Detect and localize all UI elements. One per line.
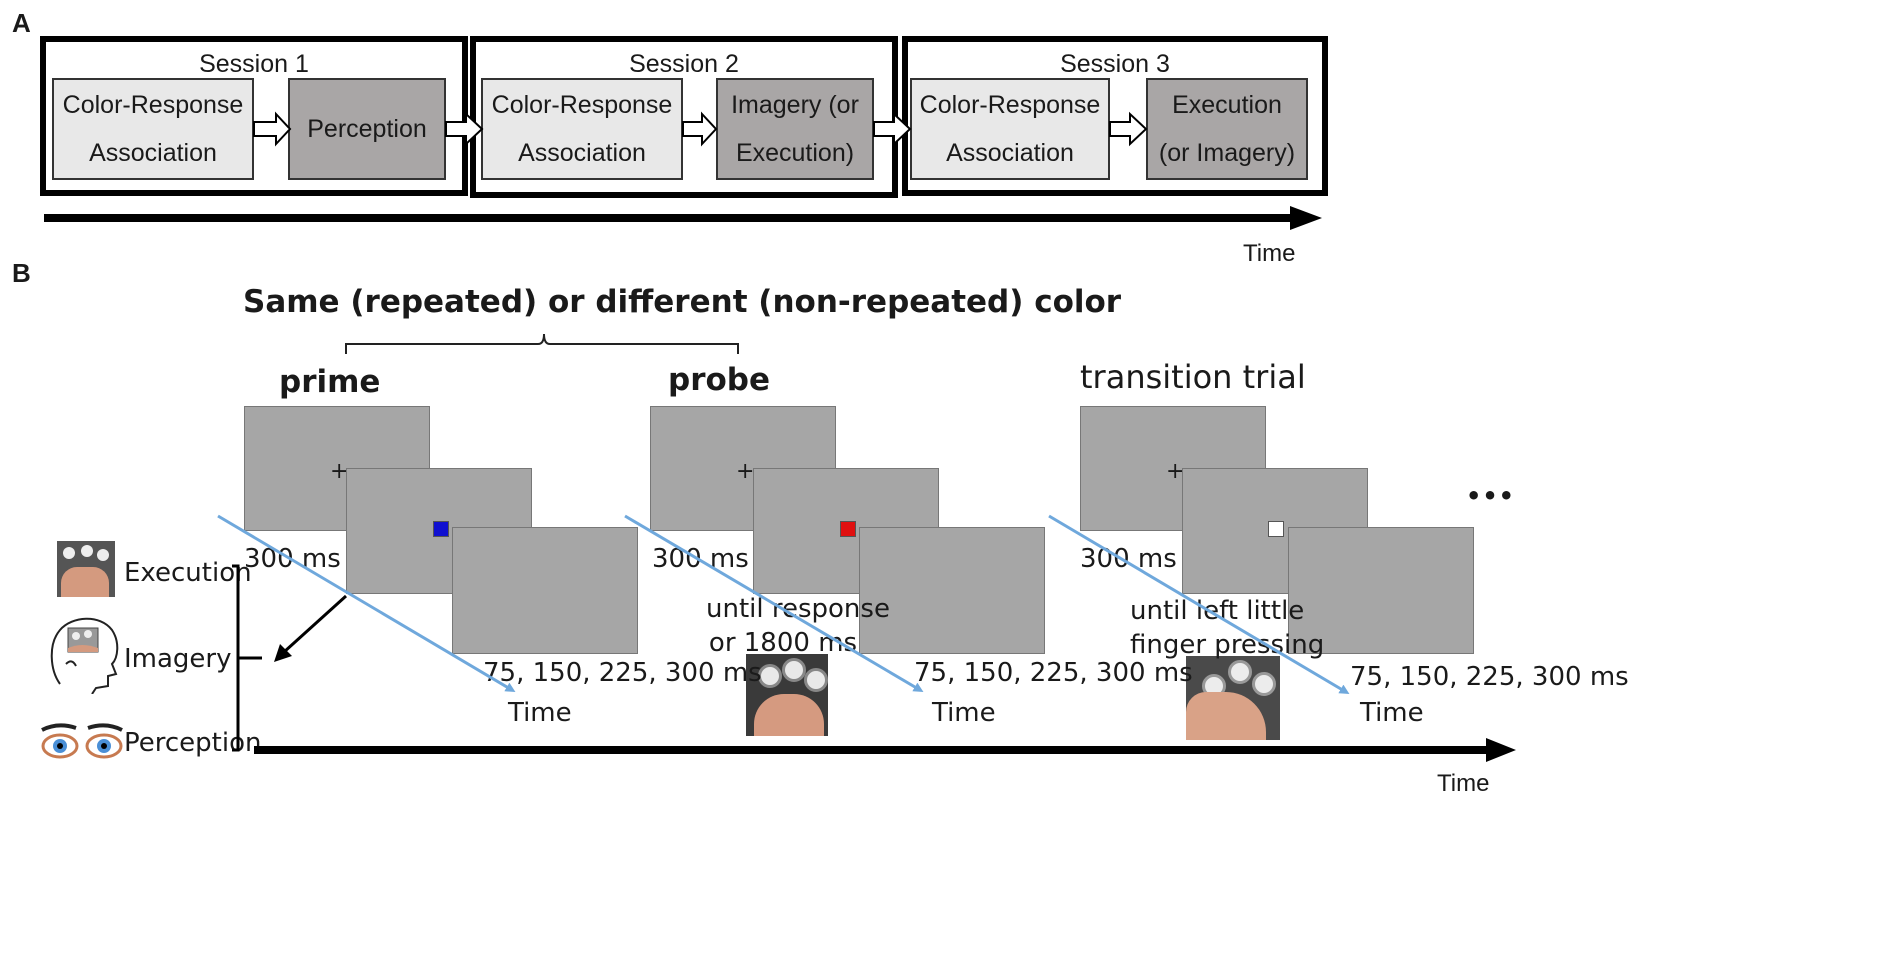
box-line: Association [946, 139, 1074, 167]
transition-color-square [1268, 521, 1284, 537]
box-line: Association [89, 139, 217, 167]
session-2-title: Session 2 [629, 50, 739, 78]
modality-imagery: Imagery [124, 644, 232, 674]
prime-blank-duration: 75, 150, 225, 300 ms [483, 658, 762, 688]
prime-time-label: Time [508, 698, 572, 728]
modality-pointer-arrow [274, 594, 348, 662]
box-line: Execution) [735, 139, 855, 167]
probe-fixation-duration: 300 ms [652, 544, 749, 574]
prime-blank-screen [452, 527, 638, 654]
panel-a-letter: A [12, 8, 31, 38]
session-3-title: Session 3 [1060, 50, 1170, 78]
transition-fixation-duration: 300 ms [1080, 544, 1177, 574]
probe-blank-screen [859, 527, 1045, 654]
box-line: Color-Response [62, 91, 244, 119]
box-line: Perception [307, 115, 427, 143]
fixation-cross: + [1166, 459, 1185, 484]
session-1-title: Session 1 [199, 50, 309, 78]
fixation-cross: + [736, 459, 755, 484]
brace-label: Same (repeated) or different (non-repeat… [243, 284, 1122, 320]
repeat-brace [345, 333, 739, 354]
transition-blank-duration: 75, 150, 225, 300 ms [1350, 662, 1629, 692]
modality-execution: Execution [124, 558, 252, 588]
transition-time-label: Time [1360, 698, 1424, 728]
modality-bracket [232, 564, 240, 752]
panel-b-time-arrow [254, 738, 1516, 762]
panel-a-time-arrow [44, 206, 1322, 230]
prime-fixation-duration: 300 ms [244, 544, 341, 574]
head-imagery-icon [46, 614, 122, 694]
panel-b-time-label: Time [1437, 770, 1490, 797]
prime-color-square [433, 521, 449, 537]
probe-blank-duration: 75, 150, 225, 300 ms [914, 658, 1193, 688]
prime-heading: prime [279, 364, 381, 400]
probe-time-label: Time [932, 698, 996, 728]
box-line: (or Imagery) [1158, 139, 1296, 167]
session-1-perception-box: Perception [288, 78, 446, 180]
fixation-cross: + [330, 459, 349, 484]
eyes-icon [40, 722, 124, 762]
session-3-execution-box: Execution (or Imagery) [1146, 78, 1308, 180]
probe-response-text: until response or 1800 ms [706, 594, 890, 658]
panel-b-letter: B [12, 258, 31, 288]
transition-response-text: until left little finger pressing [1130, 596, 1325, 660]
box-line: Execution [1172, 91, 1282, 119]
probe-color-square [840, 521, 856, 537]
transition-heading: transition trial [1080, 358, 1306, 396]
panel-a-time-label: Time [1243, 240, 1296, 267]
modality-perception: Perception [124, 728, 262, 758]
box-line: Color-Response [491, 91, 673, 119]
box-line: Association [518, 139, 646, 167]
box-line: Color-Response [919, 91, 1101, 119]
ellipsis: ••• [1466, 482, 1516, 510]
probe-heading: probe [668, 362, 770, 398]
box-line: Imagery (or [731, 91, 859, 119]
hand-buttons-icon [57, 541, 115, 597]
left-little-finger-photo [1186, 656, 1280, 740]
